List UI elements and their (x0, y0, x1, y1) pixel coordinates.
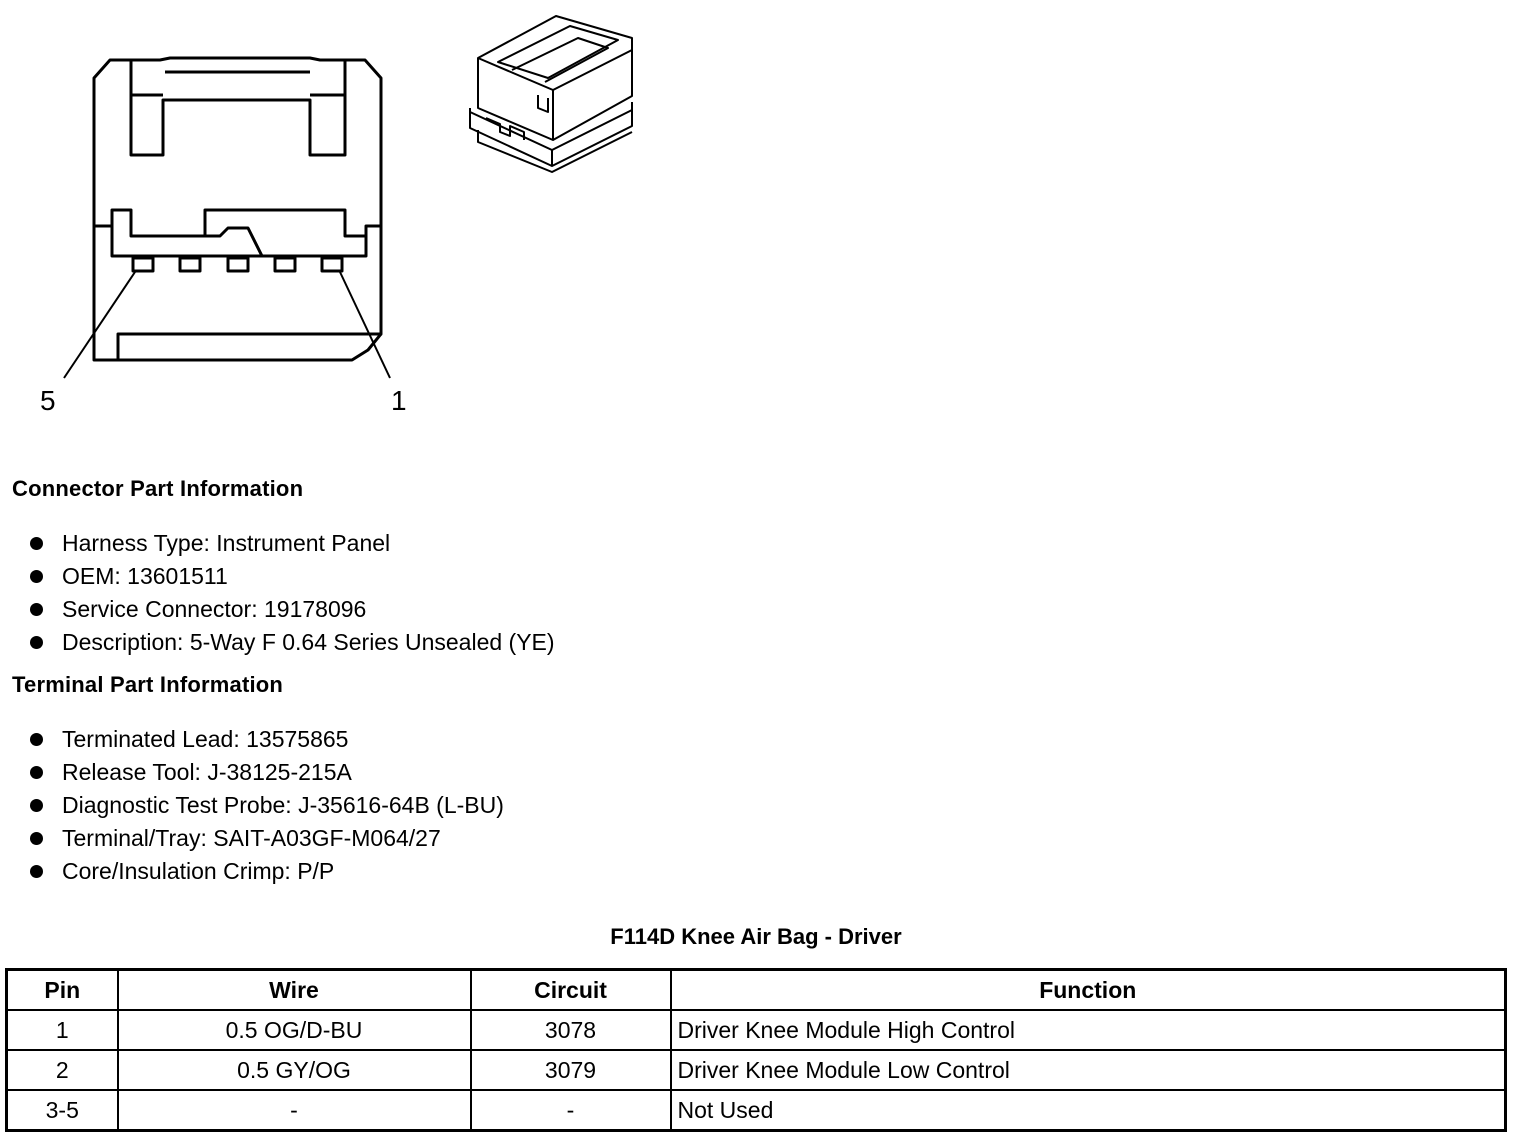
table-row: 2 0.5 GY/OG 3079 Driver Knee Module Low … (5, 1049, 1507, 1091)
connector-isometric-view (469, 15, 633, 173)
cell-circuit: 3079 (469, 1049, 672, 1091)
table-row: 1 0.5 OG/D-BU 3078 Driver Knee Module Hi… (5, 1009, 1507, 1051)
table-row: 3-5 - - Not Used (5, 1089, 1507, 1132)
list-item: Terminal/Tray: SAIT-A03GF-M064/27 (28, 822, 504, 855)
cavity-3 (226, 256, 250, 273)
bullet-icon (30, 865, 43, 878)
bullet-icon (30, 603, 43, 616)
list-item: OEM: 13601511 (28, 560, 555, 593)
list-item: Description: 5-Way F 0.64 Series Unseale… (28, 626, 555, 659)
list-item: Service Connector: 19178096 (28, 593, 555, 626)
cell-function: Driver Knee Module Low Control (669, 1049, 1507, 1091)
bullet-icon (30, 537, 43, 550)
cavity-5 (131, 256, 155, 273)
cell-wire: 0.5 OG/D-BU (116, 1009, 472, 1051)
cavity-1 (320, 256, 344, 273)
leader-line-5 (63, 271, 136, 379)
list-item: Diagnostic Test Probe: J-35616-64B (L-BU… (28, 789, 504, 822)
connector-drawings: 5 1 (40, 15, 633, 416)
terminal-info-title: Terminal Part Information (12, 672, 284, 697)
pin-table: Pin Wire Circuit Function 1 0.5 OG/D-BU … (5, 968, 1507, 1132)
bullet-icon (30, 733, 43, 746)
cell-function: Not Used (669, 1089, 1507, 1132)
cell-pin: 2 (5, 1049, 119, 1091)
connector-info-list: Harness Type: Instrument Panel OEM: 1360… (28, 527, 555, 659)
cell-circuit: - (469, 1089, 672, 1132)
terminal-info-list: Terminated Lead: 13575865 Release Tool: … (28, 723, 504, 888)
bullet-icon (30, 766, 43, 779)
pin-label-5: 5 (40, 385, 56, 416)
table-header-row: Pin Wire Circuit Function (5, 968, 1507, 1011)
cell-function: Driver Knee Module High Control (669, 1009, 1507, 1051)
list-item: Core/Insulation Crimp: P/P (28, 855, 504, 888)
pin-table-title: F114D Knee Air Bag - Driver (610, 924, 902, 949)
column-header-function: Function (669, 968, 1507, 1011)
cell-wire: 0.5 GY/OG (116, 1049, 472, 1091)
leader-line-1 (339, 271, 391, 379)
column-header-pin: Pin (5, 968, 119, 1011)
column-header-circuit: Circuit (469, 968, 672, 1011)
connector-info-title: Connector Part Information (12, 476, 304, 501)
cell-pin: 1 (5, 1009, 119, 1051)
list-item: Release Tool: J-38125-215A (28, 756, 504, 789)
pin-label-1: 1 (391, 385, 407, 416)
bullet-icon (30, 570, 43, 583)
bullet-icon (30, 636, 43, 649)
column-header-wire: Wire (116, 968, 472, 1011)
bullet-icon (30, 832, 43, 845)
cell-wire: - (116, 1089, 472, 1132)
list-item: Harness Type: Instrument Panel (28, 527, 555, 560)
cavity-4 (178, 256, 202, 273)
bullet-icon (30, 799, 43, 812)
cell-pin: 3-5 (5, 1089, 119, 1132)
connector-face-view (63, 56, 391, 379)
cell-circuit: 3078 (469, 1009, 672, 1051)
cavity-2 (273, 256, 297, 273)
list-item: Terminated Lead: 13575865 (28, 723, 504, 756)
